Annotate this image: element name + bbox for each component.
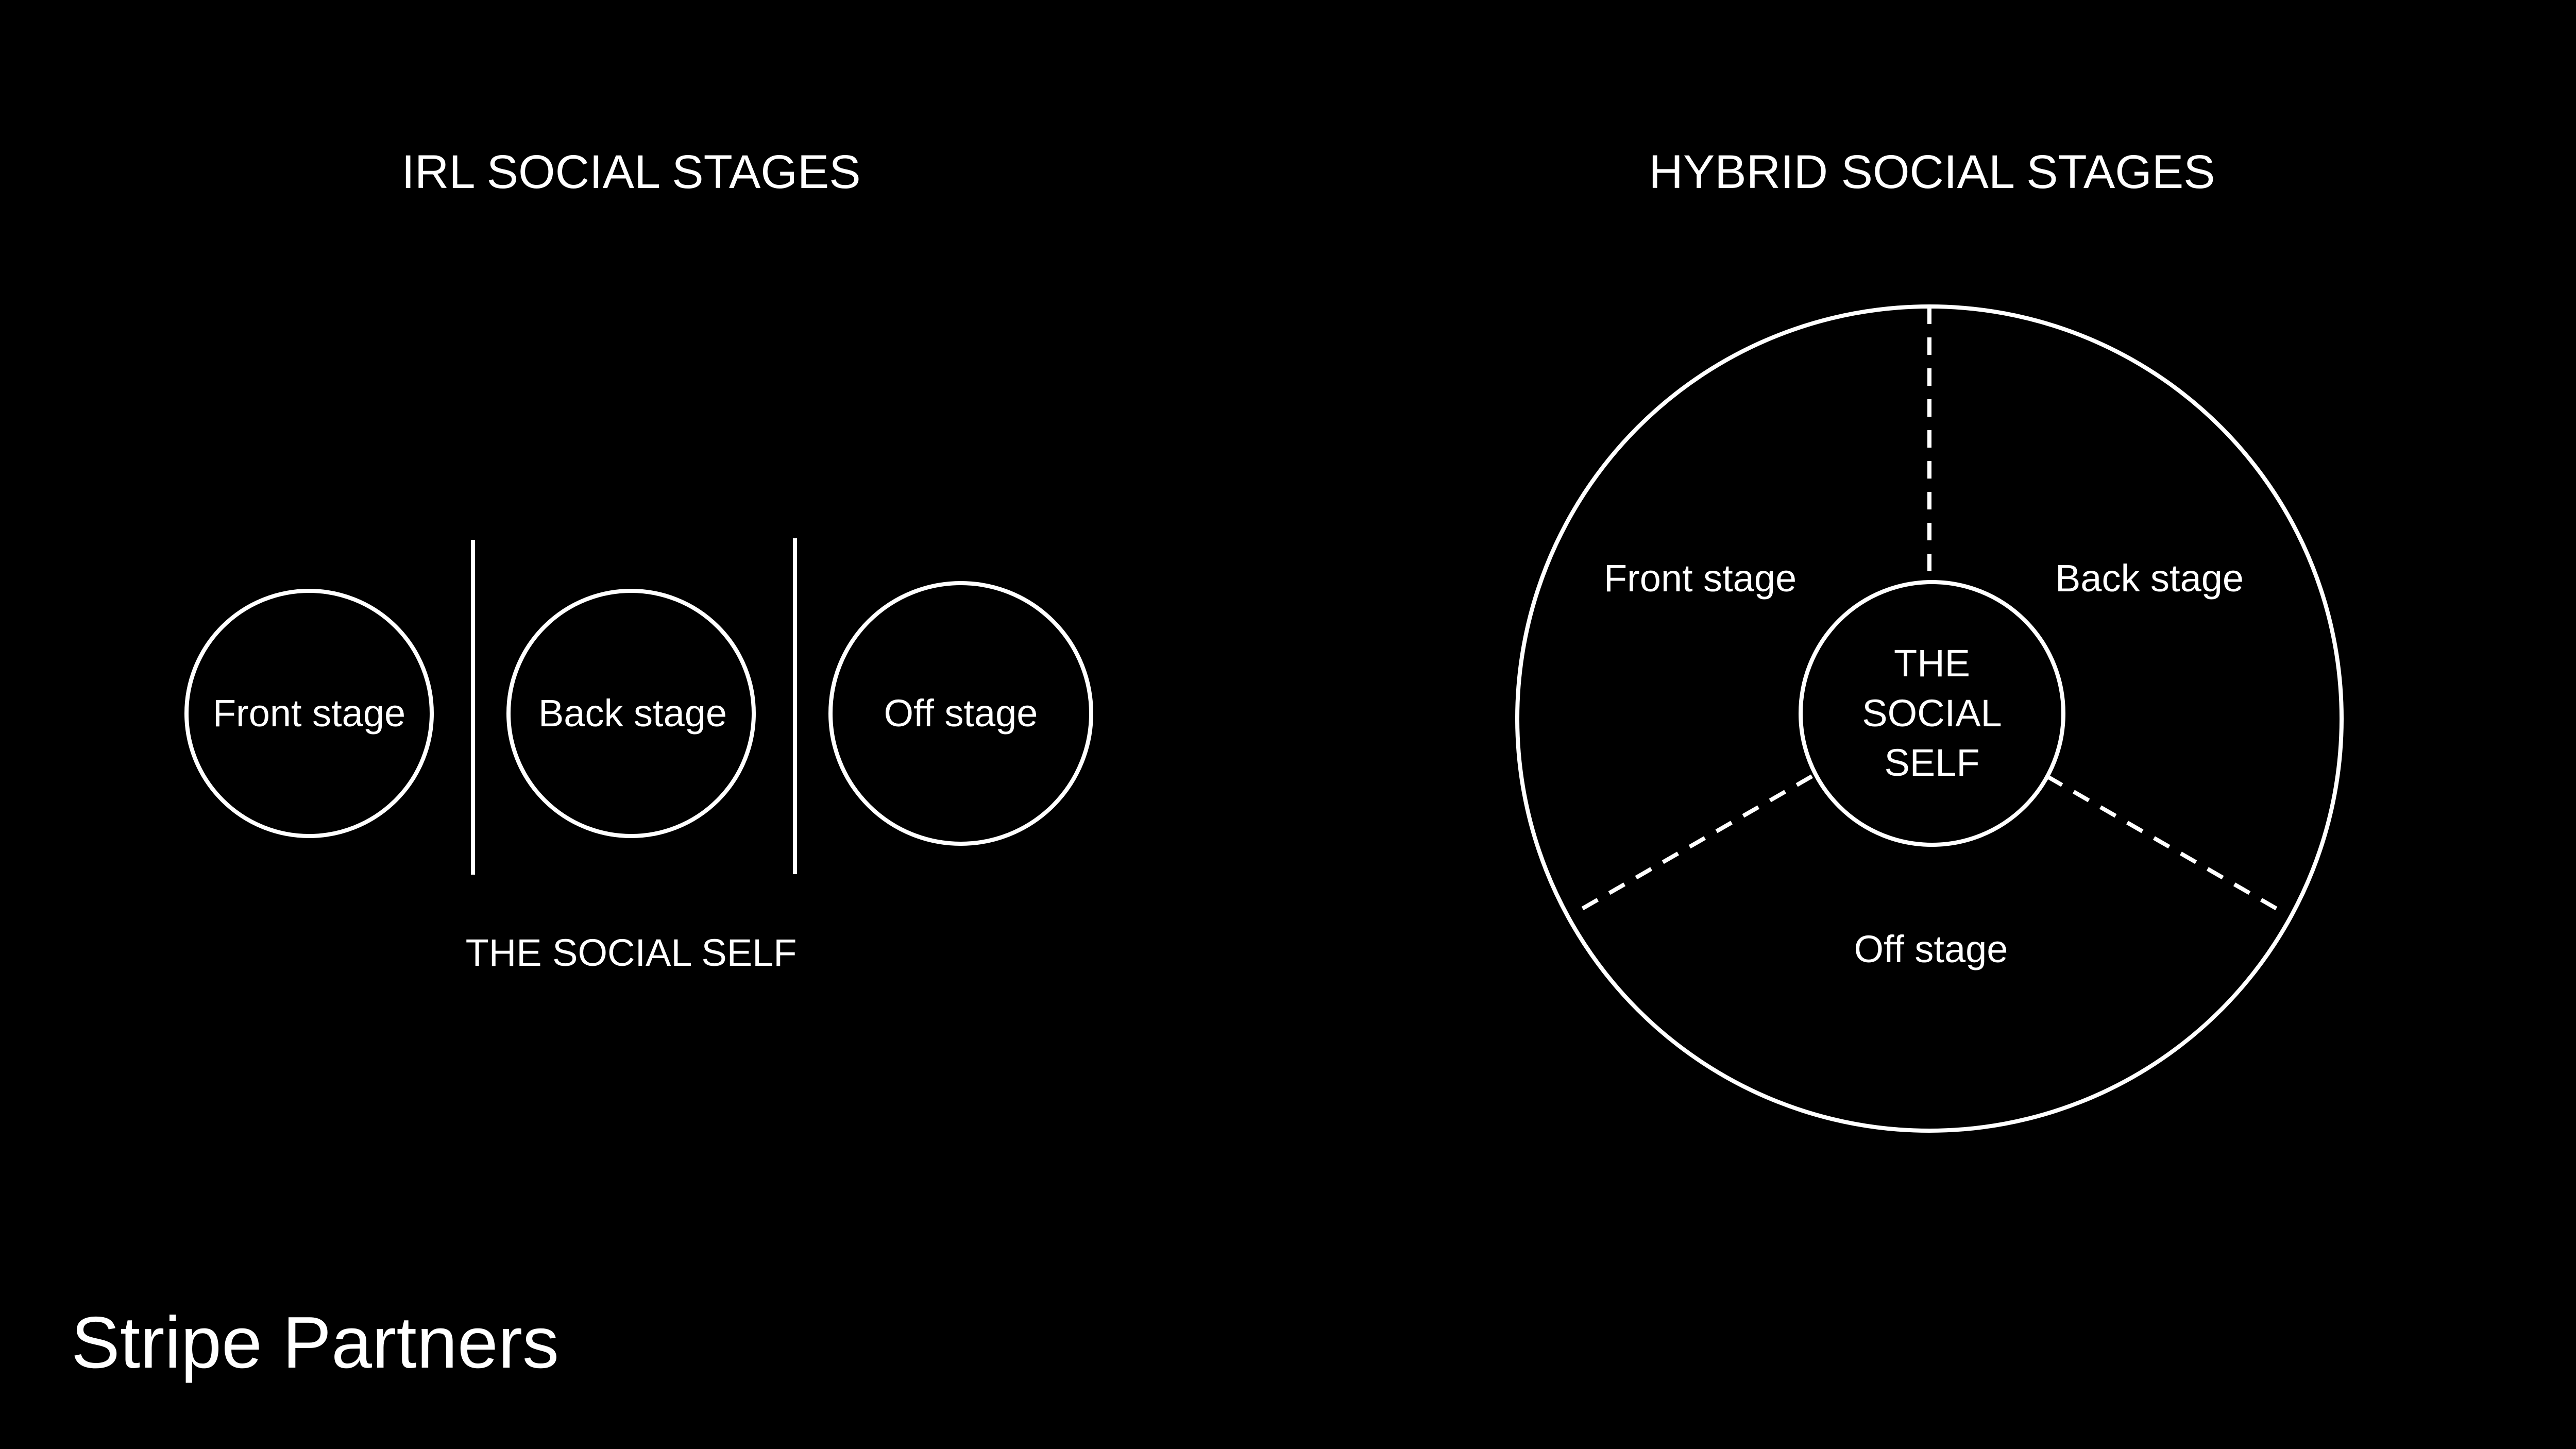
irl-front-stage-circle: [184, 589, 434, 838]
irl-diagram: IRL SOCIAL STAGES Front stage Back stage…: [184, 146, 1093, 974]
hybrid-title: HYBRID SOCIAL STAGES: [1649, 146, 2215, 198]
hybrid-diagram: HYBRID SOCIAL STAGES THE SOCIAL SELF Fro…: [1515, 146, 2344, 1133]
hybrid-center-circle: [1799, 580, 2065, 847]
irl-back-stage-label: Back stage: [538, 692, 727, 735]
irl-off-stage-label: Off stage: [884, 692, 1038, 735]
irl-title: IRL SOCIAL STAGES: [401, 146, 860, 198]
irl-front-stage-label: Front stage: [213, 692, 405, 735]
hybrid-center-line-1: THE: [1894, 642, 1970, 685]
hybrid-divider-lower-left: [1571, 774, 1813, 916]
hybrid-front-stage-label: Front stage: [1604, 557, 1797, 600]
hybrid-divider-lower-right: [2046, 774, 2287, 916]
irl-caption: THE SOCIAL SELF: [466, 931, 797, 974]
irl-back-stage-circle: [506, 589, 756, 838]
hybrid-center-line-2: SOCIAL: [1862, 692, 2002, 735]
brand-logo: Stripe Partners: [71, 1302, 559, 1384]
hybrid-back-stage-label: Back stage: [2055, 557, 2244, 600]
hybrid-off-stage-label: Off stage: [1854, 928, 2008, 970]
hybrid-center-line-3: SELF: [1884, 741, 1979, 784]
irl-off-stage-circle: [828, 581, 1093, 846]
